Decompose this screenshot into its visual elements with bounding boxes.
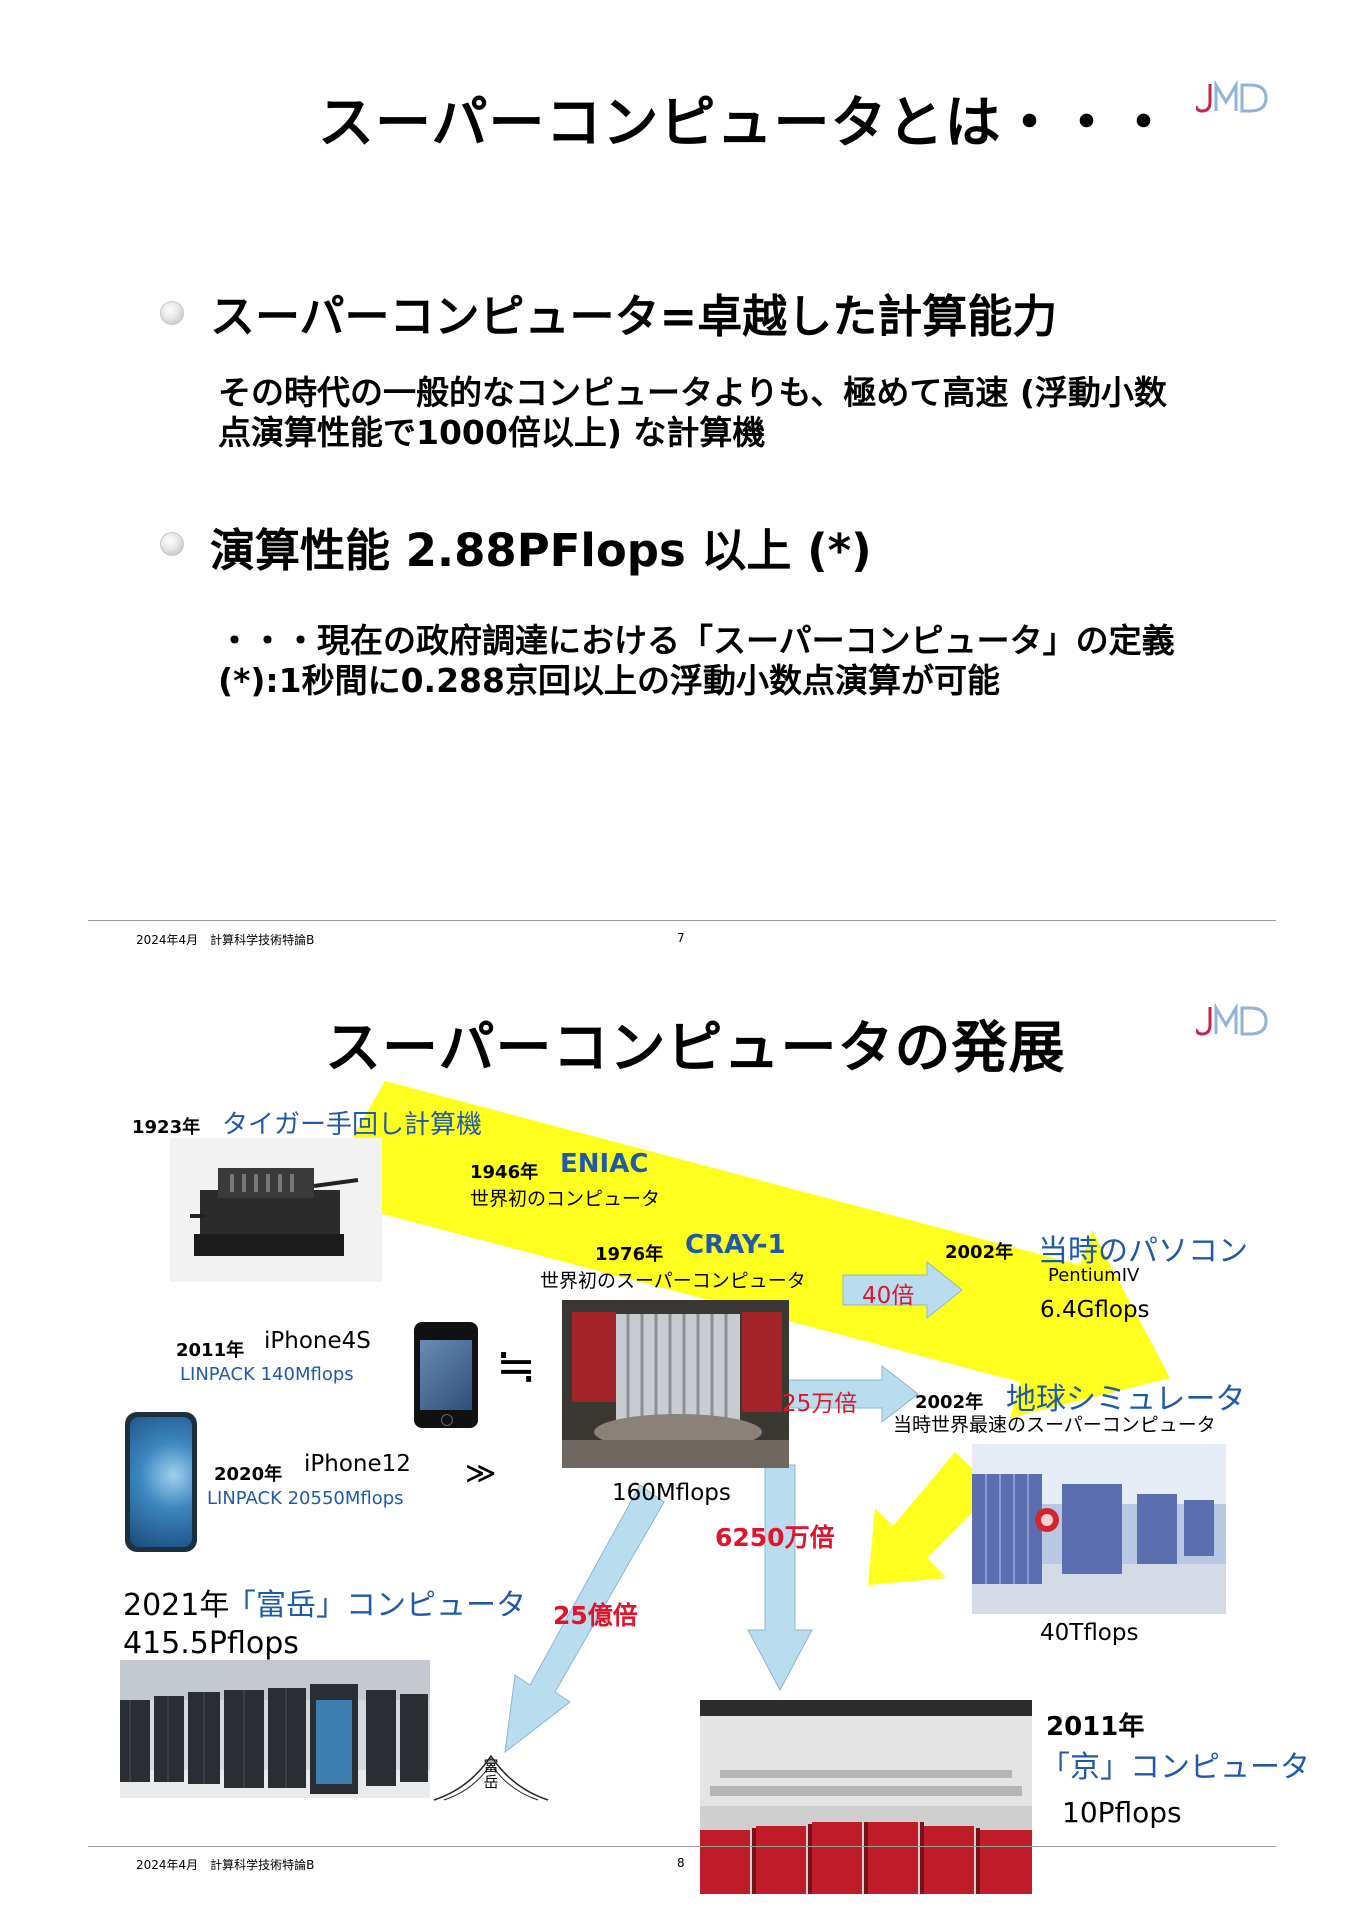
fugaku-logo: 富岳 [430,1752,552,1802]
fugaku-logo-text: 富岳 [483,1757,499,1791]
kei-year: 2011年 [1046,1712,1145,1742]
pc-cpu: PentiumIV [1048,1265,1140,1286]
bullet-icon [160,301,184,325]
es-desc: 当時世界最速のスーパーコンピュータ [893,1414,1216,1436]
bullet2-line2: (*):1秒間に0.288京回以上の浮動小数点演算が可能 [218,661,1000,700]
fugaku-perf: 415.5Pflops [123,1626,299,1661]
yellow-arrow-main [318,1081,1170,1418]
ratio-pc-label: 40倍 [862,1283,915,1309]
blue-arrow-40 [842,1260,963,1320]
pc-perf: 6.4Gflops [1040,1297,1150,1323]
slide8-title: スーパーコンピュータの発展 [325,1016,1066,1081]
iphone4s-year: 2011年 [176,1340,245,1361]
tiger-name: タイガー手回し計算機 [222,1110,483,1140]
ratio-fugaku-label: 25億倍 [553,1601,638,1630]
fugaku-name: 「富岳」コンピュータ [226,1588,526,1623]
footer-page-number: 7 [677,931,685,945]
es-perf: 40Tflops [1040,1620,1139,1646]
blue-arrow-fugaku [504,1484,665,1754]
bullet2-heading: 演算性能 2.88PFlops 以上 (*) [210,524,872,577]
footer-course: 2024年4月 計算科学技術特論B [136,933,315,947]
much-greater-symbol: ≫ [465,1456,497,1491]
pc-year: 2002年 [945,1242,1014,1263]
iphone12-year: 2020年 [214,1464,283,1485]
eniac-name: ENIAC [560,1149,649,1179]
slide7-title: スーパーコンピュータとは・・・ [318,91,1173,156]
approx-symbol: ≒ [496,1338,537,1394]
jmd-logo [1194,79,1270,116]
iphone12-photo [125,1412,197,1552]
yellow-arrow-kei [868,1452,995,1585]
fugaku-photo [120,1660,430,1798]
iphone4s-perf: LINPACK 140Mflops [180,1364,354,1385]
kei-name: 「京」コンピュータ [1040,1750,1310,1785]
jmd-logo [1194,1002,1270,1039]
bullet1-line1: その時代の一般的なコンピュータよりも、極めて高速 (浮動小数 [218,373,1167,412]
bullet-icon [160,532,184,556]
earth-simulator-photo [972,1444,1226,1614]
pc-name: 当時のパソコン [1038,1234,1248,1269]
tiger-year: 1923年 [132,1117,201,1138]
iphone4s-name: iPhone4S [264,1328,371,1354]
bullet1-line2: 点演算性能で1000倍以上) な計算機 [218,413,766,452]
cray-perf: 160Mflops [612,1480,731,1506]
bullet2-line1: ・・・現在の政府調達における「スーパーコンピュータ」の定義 [218,621,1175,660]
cray1-photo [562,1300,789,1468]
ratio-kei-label: 6250万倍 [715,1523,835,1552]
eniac-year: 1946年 [470,1162,539,1183]
cray-name: CRAY-1 [685,1230,786,1260]
cray-desc: 世界初のスーパーコンピュータ [540,1270,806,1292]
footer-divider [88,1846,1276,1847]
kei-perf: 10Pflops [1062,1796,1182,1829]
cray-year: 1976年 [595,1244,664,1265]
iphone4s-photo [414,1322,478,1428]
kei-photo [700,1700,1032,1894]
footer-course: 2024年4月 計算科学技術特論B [136,1858,315,1872]
es-name: 地球シミュレータ [1006,1382,1246,1417]
bullet1-heading: スーパーコンピュータ=卓越した計算能力 [210,290,1058,343]
es-year: 2002年 [915,1392,984,1413]
fugaku-year: 2021年 [123,1588,230,1623]
footer-divider [88,920,1276,921]
iphone12-name: iPhone12 [304,1451,411,1477]
ratio-es-label: 25万倍 [782,1391,858,1417]
footer-page-number: 8 [677,1856,685,1870]
tiger-calculator-photo [170,1138,382,1282]
eniac-desc: 世界初のコンピュータ [470,1188,661,1210]
blue-arrow-kei [747,1464,813,1692]
iphone12-perf: LINPACK 20550Mflops [207,1488,404,1509]
